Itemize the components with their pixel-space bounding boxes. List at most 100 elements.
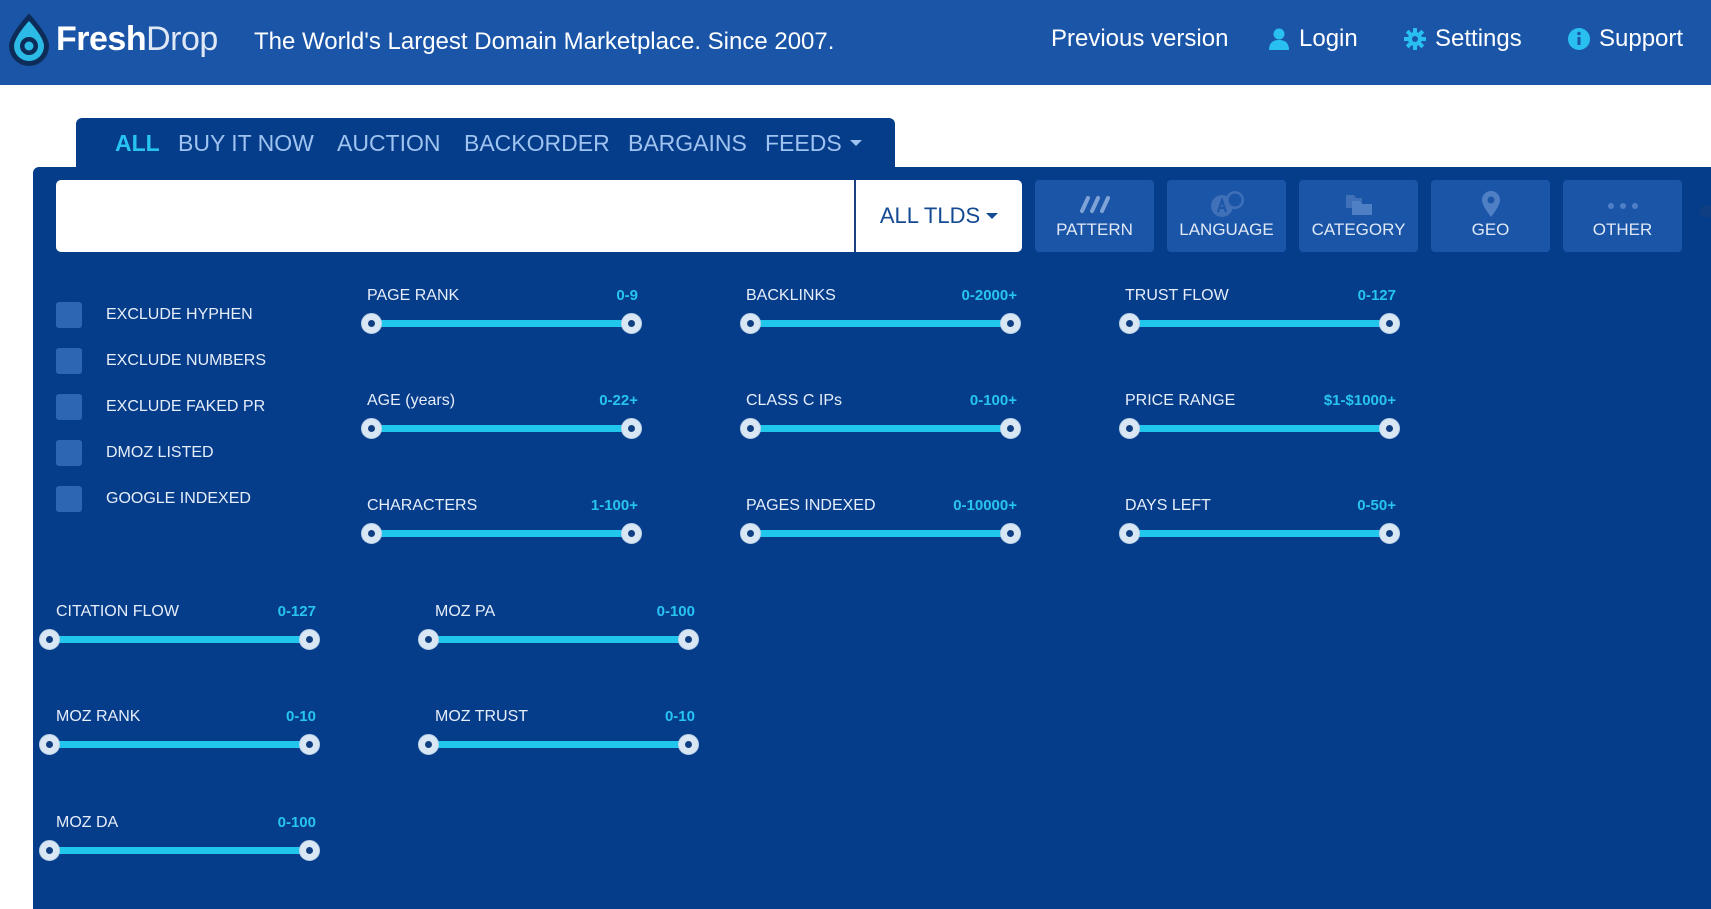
slider-max-handle[interactable] [299, 840, 320, 861]
tab-backorder[interactable]: BACKORDER [464, 130, 610, 156]
logo-wordmark[interactable]: FreshDrop [56, 20, 218, 59]
slider-track[interactable] [750, 530, 1011, 537]
slider-max-handle[interactable] [1379, 313, 1400, 334]
slider-track[interactable] [371, 320, 632, 327]
moz-trust-slider[interactable]: MOZ TRUST 0-10 [418, 708, 699, 768]
slider-track[interactable] [49, 741, 310, 748]
trust-flow-slider[interactable]: TRUST FLOW 0-127 [1119, 287, 1400, 347]
backlinks-slider[interactable]: BACKLINKS 0-2000+ [740, 287, 1021, 347]
language-filter-label: LANGUAGE [1179, 220, 1274, 239]
listing-type-tabs: ALL BUY IT NOW AUCTION BACKORDER BARGAIN… [76, 118, 895, 178]
login-link[interactable]: Login [1267, 25, 1358, 53]
slider-label: MOZ PA [435, 603, 496, 620]
dmoz-listed-checkbox[interactable]: DMOZ LISTED [56, 440, 214, 466]
slider-min-handle[interactable] [1119, 313, 1140, 334]
slider-range-value: 0-10000+ [953, 497, 1017, 514]
slider-track[interactable] [428, 636, 689, 643]
tld-dropdown[interactable]: ALL TLDS [854, 180, 1022, 252]
pages-indexed-slider[interactable]: PAGES INDEXED 0-10000+ [740, 497, 1021, 557]
checkbox-box[interactable] [56, 302, 82, 328]
slider-max-handle[interactable] [678, 734, 699, 755]
settings-link[interactable]: Settings [1403, 25, 1522, 53]
slider-min-handle[interactable] [39, 629, 60, 650]
slider-min-handle[interactable] [740, 523, 761, 544]
slider-track[interactable] [1129, 425, 1390, 432]
slider-max-handle[interactable] [621, 418, 642, 439]
other-filter-label: OTHER [1592, 220, 1653, 239]
logo-wordmark-fresh: Fresh [56, 20, 147, 58]
tab-feeds[interactable]: FEEDS [765, 130, 862, 157]
page-rank-slider[interactable]: PAGE RANK 0-9 [361, 287, 642, 347]
support-link[interactable]: Support [1567, 25, 1683, 53]
geo-filter-button[interactable]: GEO [1431, 180, 1550, 252]
slider-track[interactable] [49, 636, 310, 643]
slider-range-value: 0-10 [664, 708, 695, 725]
other-filter-button[interactable]: OTHER [1563, 180, 1682, 252]
slider-max-handle[interactable] [621, 313, 642, 334]
tab-auction[interactable]: AUCTION [337, 130, 441, 156]
moz-rank-slider[interactable]: MOZ RANK 0-10 [39, 708, 320, 768]
slider-min-handle[interactable] [740, 418, 761, 439]
checkbox-box[interactable] [56, 394, 82, 420]
previous-version-link[interactable]: Previous version [1051, 25, 1228, 53]
slider-range-value: 0-2000+ [961, 287, 1017, 304]
tab-bargains[interactable]: BARGAINS [628, 130, 747, 156]
slider-min-handle[interactable] [418, 629, 439, 650]
exclude-numbers-checkbox[interactable]: EXCLUDE NUMBERS [56, 348, 266, 374]
slider-min-handle[interactable] [361, 523, 382, 544]
slider-min-handle[interactable] [418, 734, 439, 755]
slider-max-handle[interactable] [1000, 523, 1021, 544]
slider-track[interactable] [1129, 320, 1390, 327]
slider-min-handle[interactable] [1119, 418, 1140, 439]
support-label: Support [1599, 25, 1684, 52]
slider-max-handle[interactable] [621, 523, 642, 544]
slider-track[interactable] [428, 741, 689, 748]
slider-min-handle[interactable] [1119, 523, 1140, 544]
checkbox-label: DMOZ LISTED [106, 444, 214, 461]
price-range-slider[interactable]: PRICE RANGE $1-$1000+ [1119, 392, 1400, 452]
slider-track[interactable] [371, 530, 632, 537]
moz-pa-slider[interactable]: MOZ PA 0-100 [418, 603, 699, 663]
slider-max-handle[interactable] [678, 629, 699, 650]
water-drop-logo-icon[interactable] [6, 13, 52, 66]
age-slider[interactable]: AGE (years) 0-22+ [361, 392, 642, 452]
slider-max-handle[interactable] [299, 629, 320, 650]
slider-track[interactable] [49, 847, 310, 854]
category-filter-button[interactable]: CATEGORY [1299, 180, 1418, 252]
slider-min-handle[interactable] [361, 418, 382, 439]
moz-da-slider[interactable]: MOZ DA 0-100 [39, 814, 320, 874]
pattern-filter-button[interactable]: PATTERN [1035, 180, 1154, 252]
days-left-slider[interactable]: DAYS LEFT 0-50+ [1119, 497, 1400, 557]
slider-max-handle[interactable] [1000, 418, 1021, 439]
panel-edge-tab [1700, 205, 1711, 217]
citation-flow-slider[interactable]: CITATION FLOW 0-127 [39, 603, 320, 663]
slider-max-handle[interactable] [1379, 418, 1400, 439]
slider-min-handle[interactable] [740, 313, 761, 334]
slider-track[interactable] [750, 320, 1011, 327]
exclude-hyphen-checkbox[interactable]: EXCLUDE HYPHEN [56, 302, 253, 328]
slider-min-handle[interactable] [361, 313, 382, 334]
tab-feeds-label: FEEDS [765, 130, 842, 156]
slider-max-handle[interactable] [1000, 313, 1021, 334]
tab-buy-it-now[interactable]: BUY IT NOW [178, 130, 314, 156]
slider-label: CLASS C IPs [746, 392, 843, 409]
checkbox-box[interactable] [56, 440, 82, 466]
google-indexed-checkbox[interactable]: GOOGLE INDEXED [56, 486, 251, 512]
slider-min-handle[interactable] [39, 734, 60, 755]
slider-min-handle[interactable] [39, 840, 60, 861]
slider-track[interactable] [750, 425, 1011, 432]
slider-max-handle[interactable] [299, 734, 320, 755]
slider-track[interactable] [371, 425, 632, 432]
domain-search-input[interactable] [56, 180, 854, 252]
language-filter-button[interactable]: LANGUAGE [1167, 180, 1286, 252]
slider-max-handle[interactable] [1379, 523, 1400, 544]
slider-track[interactable] [1129, 530, 1390, 537]
exclude-faked-pr-checkbox[interactable]: EXCLUDE FAKED PR [56, 394, 265, 420]
checkbox-box[interactable] [56, 486, 82, 512]
gear-icon [1403, 27, 1427, 51]
slider-range-value: 0-100 [277, 814, 316, 831]
class-c-ips-slider[interactable]: CLASS C IPs 0-100+ [740, 392, 1021, 452]
checkbox-box[interactable] [56, 348, 82, 374]
tab-all[interactable]: ALL [115, 130, 160, 156]
characters-slider[interactable]: CHARACTERS 1-100+ [361, 497, 642, 557]
